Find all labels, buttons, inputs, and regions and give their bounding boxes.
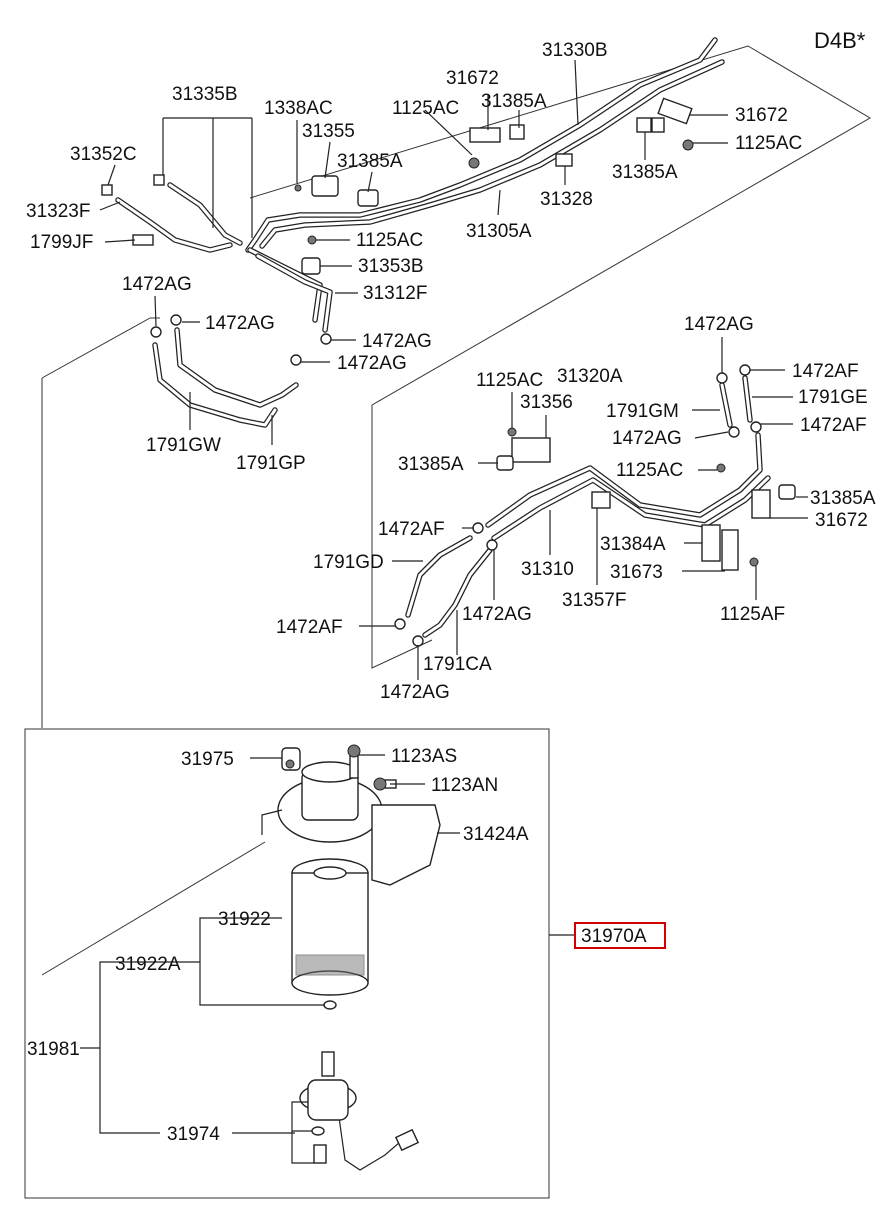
part-labels: D4B* 31330B 31335B 31672 1338AC 1125AC 3… (26, 28, 876, 1145)
label-31312F: 31312F (363, 283, 427, 304)
label-1472AG-g: 1472AG (462, 604, 532, 625)
label-31323F: 31323F (26, 201, 90, 222)
fuel-pipes (115, 37, 771, 1171)
label-1472AG-h: 1472AG (380, 682, 450, 703)
label-1791GE: 1791GE (798, 387, 868, 408)
label-31981: 31981 (27, 1039, 80, 1060)
label-1791GM: 1791GM (606, 401, 679, 422)
label-31385A-e: 31385A (810, 488, 876, 509)
label-31355: 31355 (302, 121, 355, 142)
label-31673: 31673 (610, 562, 663, 583)
label-31385A-a: 31385A (481, 91, 547, 112)
label-1791GD: 1791GD (313, 552, 384, 573)
engine-code: D4B* (814, 28, 866, 53)
label-31328: 31328 (540, 189, 593, 210)
label-31330B: 31330B (542, 40, 608, 61)
label-1125AC-d: 1125AC (476, 370, 543, 391)
label-1472AF-c: 1472AF (378, 519, 445, 540)
label-1123AS: 1123AS (391, 746, 457, 767)
label-31353B: 31353B (358, 256, 424, 277)
label-31974: 31974 (167, 1124, 220, 1145)
highlighted-part-31970A[interactable]: 31970A (574, 922, 666, 949)
label-31356: 31356 (520, 392, 573, 413)
label-1123AN: 1123AN (431, 775, 498, 796)
label-31970A[interactable]: 31970A (581, 926, 647, 947)
label-31975: 31975 (181, 749, 234, 770)
label-1472AF-b: 1472AF (800, 415, 867, 436)
label-31320A: 31320A (557, 366, 623, 387)
label-31424A: 31424A (463, 824, 529, 845)
label-31385A-b: 31385A (337, 151, 403, 172)
label-31305A: 31305A (466, 221, 532, 242)
label-31672-low: 31672 (815, 510, 868, 531)
label-1125AC-c: 1125AC (356, 230, 423, 251)
label-1472AG-d: 1472AG (337, 353, 407, 374)
label-1472AG-f: 1472AG (612, 428, 682, 449)
fuel-filter-assembly (261, 744, 441, 1164)
label-1791CA: 1791CA (423, 654, 492, 675)
label-1125AF: 1125AF (720, 604, 785, 625)
label-1791GP: 1791GP (236, 453, 306, 474)
label-31385A-d: 31385A (398, 454, 464, 475)
label-31310: 31310 (521, 559, 574, 580)
label-1472AG-e: 1472AG (684, 314, 754, 335)
label-1472AG-c: 1472AG (362, 331, 432, 352)
label-1799JF: 1799JF (30, 232, 93, 253)
label-31922A: 31922A (115, 954, 181, 975)
label-1472AF-a: 1472AF (792, 361, 859, 382)
label-1472AF-d: 1472AF (276, 617, 343, 638)
leader-lines (80, 59, 808, 1164)
label-31672-right: 31672 (735, 105, 788, 126)
label-31352C: 31352C (70, 144, 137, 165)
label-31335B: 31335B (172, 84, 238, 105)
small-parts (101, 97, 796, 647)
label-31672-top: 31672 (446, 68, 499, 89)
label-31922: 31922 (218, 909, 271, 930)
label-1472AG-b: 1472AG (205, 313, 275, 334)
label-31385A-c: 31385A (612, 162, 678, 183)
label-31357F: 31357F (562, 590, 626, 611)
label-1125AC-b: 1125AC (735, 133, 802, 154)
label-1472AG-a: 1472AG (122, 274, 192, 295)
label-1125AC-a: 1125AC (392, 98, 459, 119)
label-1338AC: 1338AC (264, 98, 333, 119)
label-1791GW: 1791GW (146, 435, 221, 456)
label-31384A: 31384A (600, 534, 666, 555)
label-1125AC-e: 1125AC (616, 460, 683, 481)
group-outlines (24, 45, 871, 1199)
